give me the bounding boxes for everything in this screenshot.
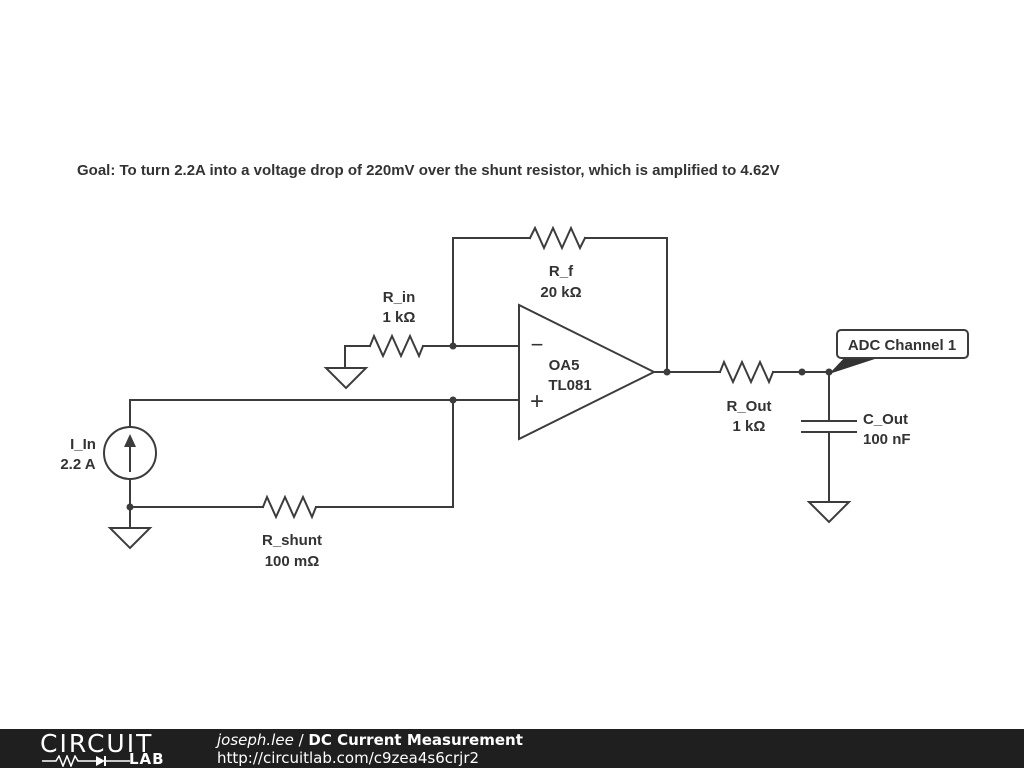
author-link[interactable]: joseph.lee	[217, 731, 294, 749]
r-out-value: 1 kΩ	[733, 418, 766, 435]
title-separator: /	[293, 731, 309, 749]
circuitlab-logo[interactable]: CIRCUIT LAB	[40, 731, 180, 767]
adc-channel-tag: ADC Channel 1	[836, 329, 969, 359]
adc-pointer	[829, 356, 884, 374]
adc-label: ADC Channel 1	[848, 337, 956, 354]
current-source-branch	[103, 396, 519, 550]
ground-symbol-rin	[323, 367, 369, 390]
r-f-value: 20 kΩ	[540, 284, 581, 301]
output-stage	[653, 356, 884, 524]
schematic-canvas: Goal: To turn 2.2A into a voltage drop o…	[60, 162, 969, 570]
i-in-value: 2.2 A	[60, 456, 95, 473]
logo-text-bottom: LAB	[129, 750, 165, 768]
footer-bar: CIRCUIT LAB joseph.lee / DC Current Meas…	[0, 729, 1024, 768]
goal-text: Goal: To turn 2.2A into a voltage drop o…	[77, 162, 780, 179]
opamp-plus-sign: +	[530, 388, 544, 415]
opamp-name: OA5	[549, 357, 580, 374]
r-shunt-value: 100 mΩ	[265, 553, 320, 570]
resistor-r-in	[368, 333, 425, 359]
ground-symbol-cout	[806, 501, 852, 524]
opamp-model: TL081	[548, 377, 591, 394]
circuit-title: DC Current Measurement	[308, 731, 523, 749]
feedback-loop	[452, 225, 668, 373]
logo-resistor-diode-icon	[42, 755, 130, 767]
resistor-r-out	[718, 359, 775, 385]
r-out-name: R_Out	[727, 398, 772, 415]
circuit-title-line: joseph.lee / DC Current Measurement	[217, 731, 523, 749]
logo-text-top: CIRCUIT	[40, 729, 154, 758]
r-in-name: R_in	[383, 289, 416, 306]
i-in-name: I_In	[70, 436, 96, 453]
c-out-value: 100 nF	[863, 431, 911, 448]
c-out-name: C_Out	[863, 411, 908, 428]
ground-symbol-iin	[107, 527, 153, 550]
circuit-url[interactable]: http://circuitlab.com/c9zea4s6crjr2	[217, 749, 480, 767]
r-in-value: 1 kΩ	[383, 309, 416, 326]
resistor-r-f	[528, 225, 587, 251]
opamp-minus-sign: −	[531, 332, 544, 357]
current-arrow-icon	[124, 434, 136, 447]
r-f-name: R_f	[549, 263, 574, 280]
input-resistor-branch	[323, 333, 519, 390]
opamp-oa5: − +	[518, 303, 657, 441]
r-shunt-name: R_shunt	[262, 532, 322, 549]
resistor-r-shunt	[261, 494, 318, 520]
